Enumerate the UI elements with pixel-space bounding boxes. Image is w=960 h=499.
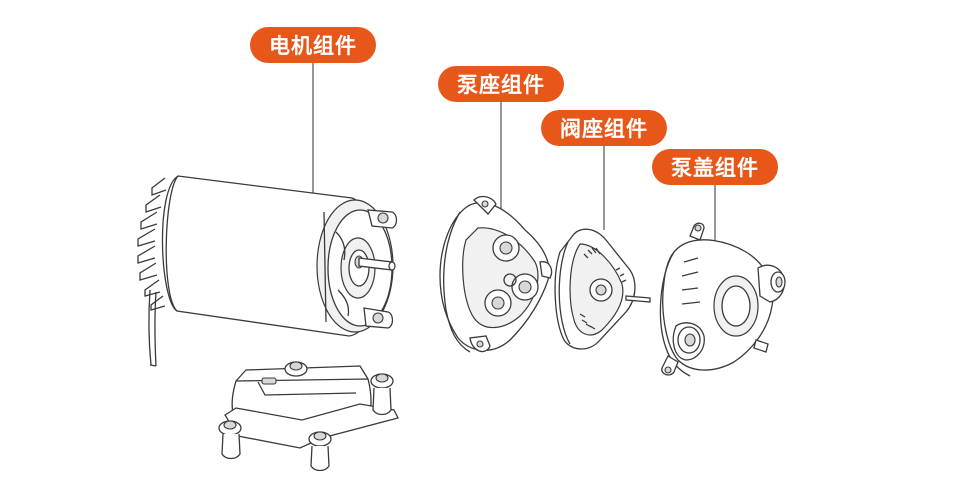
valve-seat-assembly-label: 阀座组件 <box>541 110 667 146</box>
mounting-bracket <box>218 361 399 472</box>
valve-seat-assembly <box>554 228 651 350</box>
motor-wire <box>148 289 152 366</box>
pump-cover-assembly-label: 泵盖组件 <box>652 149 778 185</box>
pump-cover-assembly <box>659 222 786 377</box>
motor-assembly-label: 电机组件 <box>250 27 376 63</box>
motor-fins <box>137 177 167 311</box>
pump-seat-assembly <box>439 195 553 353</box>
motor-assembly <box>137 175 398 367</box>
leader-lines <box>312 63 716 244</box>
pump-seat-assembly-label: 泵座组件 <box>438 66 564 102</box>
